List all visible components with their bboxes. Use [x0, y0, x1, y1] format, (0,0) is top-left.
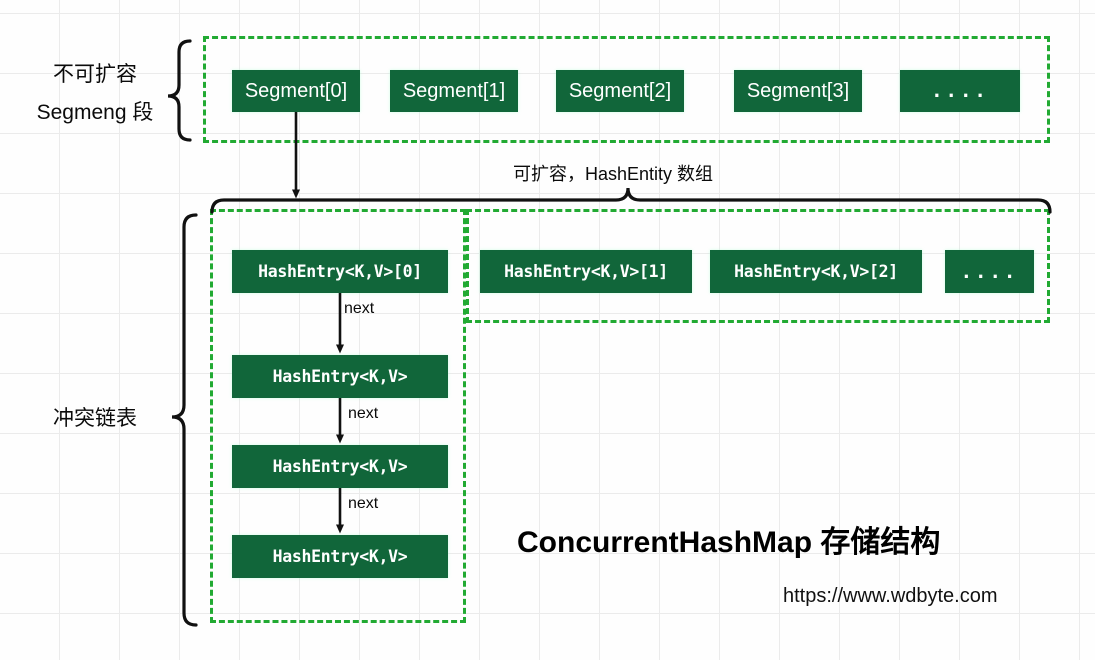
hashentry-box-0[interactable]: HashEntry<K,V>[0]	[232, 250, 448, 293]
segment-group-label: 不可扩容 Segmeng 段	[20, 56, 170, 132]
segment-box-ellipsis: ....	[900, 70, 1020, 112]
segment-group-brace	[167, 39, 192, 142]
expandable-note-label: 可扩容，HashEntity 数组	[513, 164, 714, 184]
collision-chain-brace	[171, 213, 198, 627]
diagram-title: ConcurrentHashMap 存储结构	[517, 526, 941, 559]
hashentry-box-ellipsis: ....	[945, 250, 1034, 293]
hashentry-box-1[interactable]: HashEntry<K,V>[1]	[480, 250, 692, 293]
segment-group-label-line2: Segmeng 段	[36, 101, 154, 124]
segment-array-dashed-container	[203, 36, 1050, 143]
collision-chain-label-text: 冲突链表	[53, 407, 137, 430]
chain-node-3[interactable]: HashEntry<K,V>	[232, 535, 448, 578]
segment-box-3[interactable]: Segment[3]	[734, 70, 862, 112]
chain-node-1[interactable]: HashEntry<K,V>	[232, 355, 448, 398]
segment-box-0[interactable]: Segment[0]	[232, 70, 360, 112]
segment-box-2[interactable]: Segment[2]	[556, 70, 684, 112]
segment-box-1[interactable]: Segment[1]	[390, 70, 518, 112]
next-label-1: next	[344, 300, 375, 317]
segment-group-label-line1: 不可扩容	[53, 63, 137, 86]
next-label-2: next	[348, 405, 379, 422]
source-url: https://www.wdbyte.com	[783, 585, 998, 607]
collision-chain-label: 冲突链表	[20, 400, 170, 438]
next-label-3: next	[348, 495, 379, 512]
chain-node-2[interactable]: HashEntry<K,V>	[232, 445, 448, 488]
hashentry-box-2[interactable]: HashEntry<K,V>[2]	[710, 250, 922, 293]
